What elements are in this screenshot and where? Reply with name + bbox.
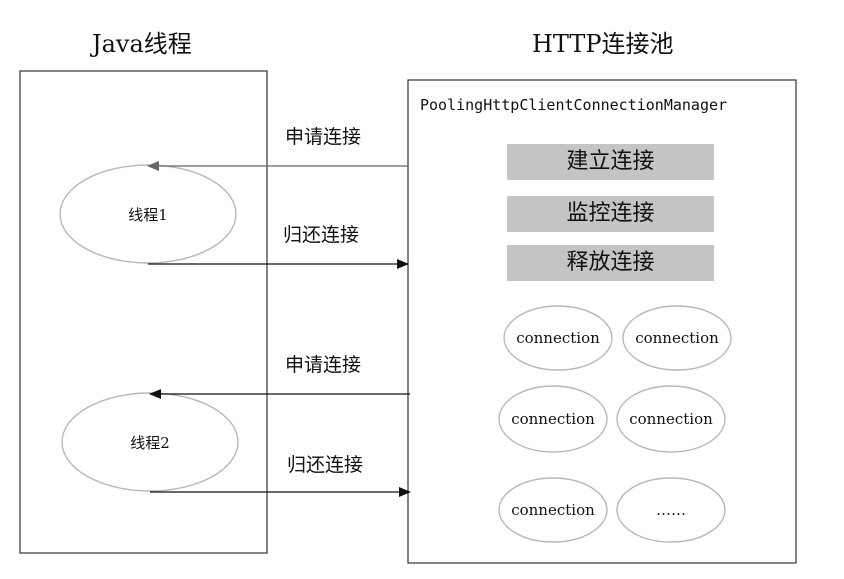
- request-label-2: 申请连接: [285, 354, 362, 376]
- thread-2-label: 线程2: [130, 433, 170, 452]
- thread-1-label: 线程1: [128, 205, 168, 224]
- connection-ellipse: [616, 385, 726, 453]
- connection-label: connection: [511, 501, 595, 519]
- return-label-1: 归还连接: [283, 224, 360, 246]
- connection-ellipse: [622, 305, 732, 371]
- connection-ellipse: [498, 385, 608, 453]
- http-pool-box: [407, 79, 797, 564]
- release-connection-bar: 释放连接: [507, 245, 714, 281]
- java-thread-title: Java线程: [92, 30, 192, 58]
- return-label-2: 归还连接: [287, 454, 364, 476]
- connection-label: connection: [635, 329, 719, 347]
- connection-label: connection: [516, 329, 600, 347]
- ellipsis-label: ……: [656, 501, 686, 519]
- monitor-connection-bar: 监控连接: [507, 196, 714, 232]
- connection-label: connection: [511, 410, 595, 428]
- http-pool-title: HTTP连接池: [532, 30, 674, 58]
- connection-ellipse: [498, 477, 608, 543]
- manager-label: PoolingHttpClientConnectionManager: [420, 96, 728, 114]
- connection-label: connection: [629, 410, 713, 428]
- request-label-1: 申请连接: [285, 126, 362, 148]
- connection-ellipse: [503, 305, 613, 371]
- java-thread-box: [19, 70, 268, 554]
- establish-connection-bar: 建立连接: [507, 144, 714, 180]
- connection-ellipse: [616, 477, 726, 543]
